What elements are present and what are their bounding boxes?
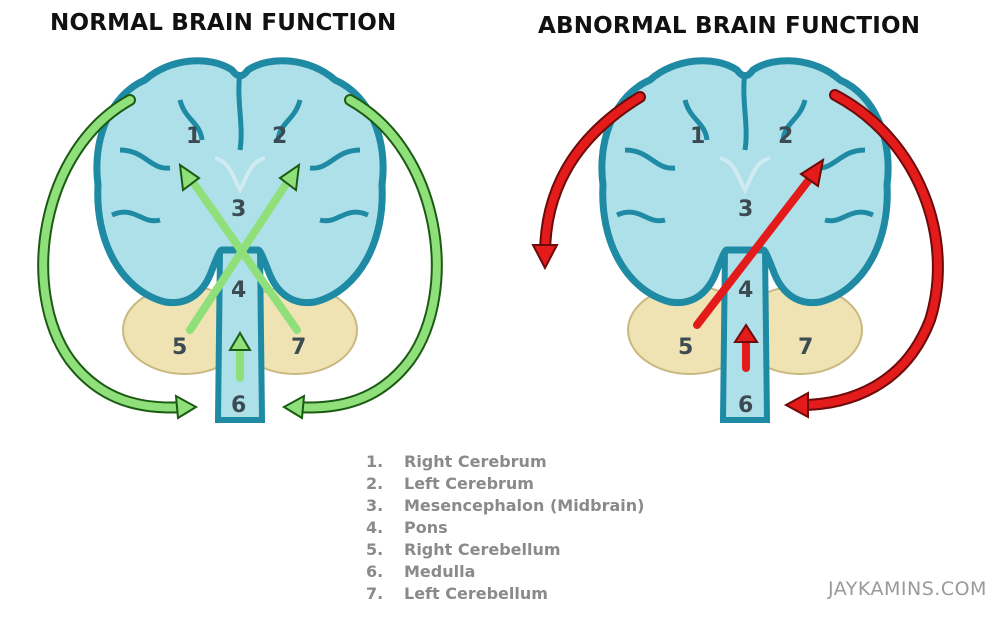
abnormal-region-numbers: 1 2 3 4 5 6 7 xyxy=(678,124,813,418)
legend-item: 6.Medulla xyxy=(366,562,476,581)
region-number: 1 xyxy=(186,124,201,149)
region-number: 6 xyxy=(738,393,753,418)
region-number: 6 xyxy=(231,393,246,418)
normal-region-numbers: 1 2 3 4 5 6 7 xyxy=(172,124,306,418)
legend: 1.Right Cerebrum 2.Left Cerebrum 3.Mesen… xyxy=(366,451,644,605)
region-number: 2 xyxy=(272,124,287,149)
region-number: 5 xyxy=(678,335,693,360)
legend-item: 4.Pons xyxy=(366,518,448,537)
region-number: 2 xyxy=(778,124,793,149)
legend-item: 5.Right Cerebellum xyxy=(366,540,561,559)
abnormal-title: ABNORMAL BRAIN FUNCTION xyxy=(538,13,921,39)
legend-item: 2.Left Cerebrum xyxy=(366,474,534,493)
legend-item: 1.Right Cerebrum xyxy=(366,452,547,471)
region-number: 3 xyxy=(231,197,246,222)
site-credit: JAYKAMINS.COM xyxy=(828,578,987,600)
region-number: 3 xyxy=(738,197,753,222)
region-number: 7 xyxy=(798,335,813,360)
region-number: 4 xyxy=(738,278,753,303)
legend-item: 7.Left Cerebellum xyxy=(366,584,548,603)
normal-title: NORMAL BRAIN FUNCTION xyxy=(50,10,397,36)
legend-item: 3.Mesencephalon (Midbrain) xyxy=(366,496,645,515)
region-number: 5 xyxy=(172,335,187,360)
region-number: 7 xyxy=(291,335,306,360)
region-number: 1 xyxy=(690,124,705,149)
region-number: 4 xyxy=(231,278,246,303)
